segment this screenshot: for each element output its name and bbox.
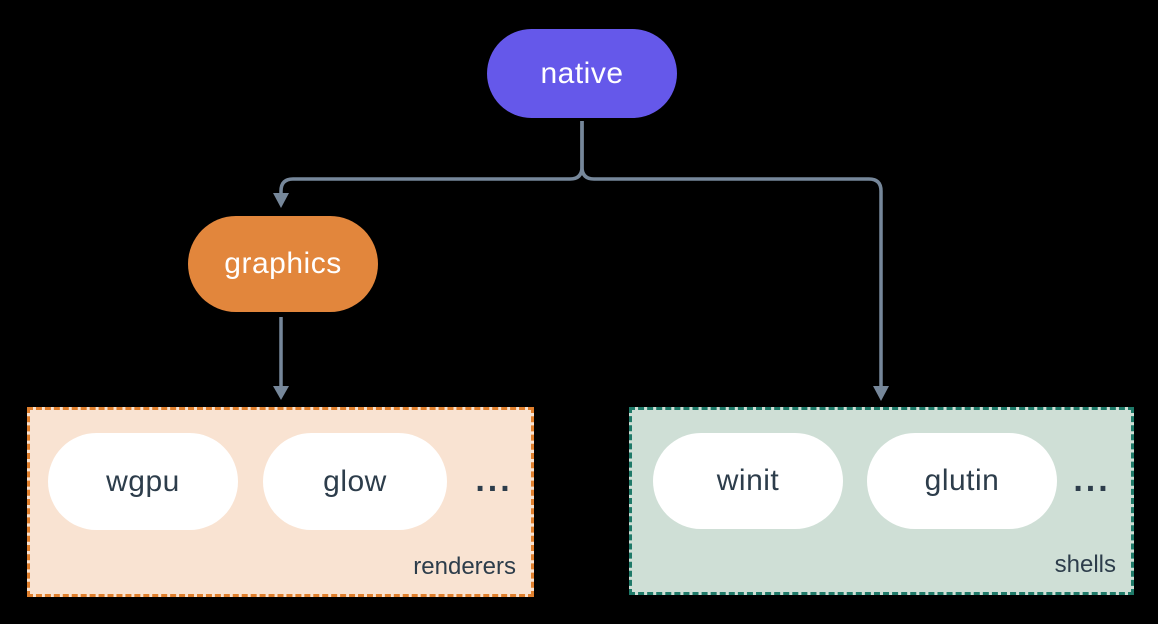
node-native: native [487, 29, 677, 118]
arrowhead-graphics [273, 193, 289, 208]
ellipsis-renderers: ... [475, 460, 513, 499]
arrowhead-shells [873, 386, 889, 401]
edge-native-to-graphics [279, 121, 584, 193]
node-wgpu: wgpu [48, 433, 238, 530]
group-label-renderers: renderers [413, 553, 516, 580]
group-label-shells: shells [1054, 551, 1116, 578]
arrowhead-renderers [273, 386, 289, 400]
ellipsis-shells: ... [1073, 460, 1111, 499]
node-glow: glow [263, 433, 447, 530]
node-glutin: glutin [867, 433, 1057, 529]
edge-native-to-shells [580, 121, 883, 387]
node-graphics: graphics [188, 216, 378, 312]
node-winit: winit [653, 433, 843, 529]
